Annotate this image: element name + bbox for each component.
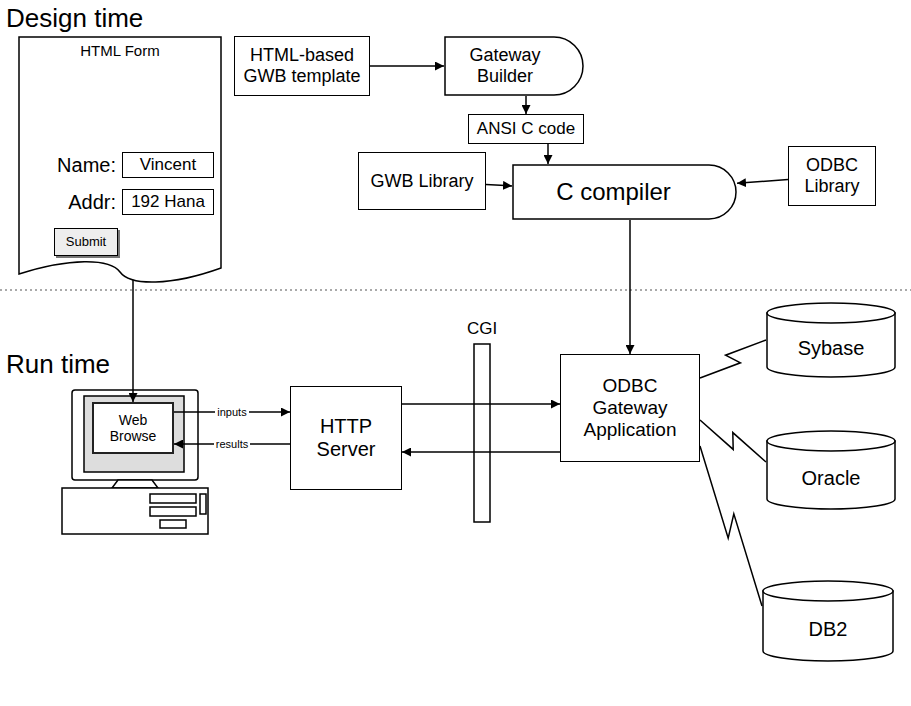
section-label: Design time [6, 4, 143, 33]
database-cylinder: Oracle [766, 430, 896, 510]
html-form: HTML FormName: Addr: Vincent 192 HanaSubmit [18, 36, 222, 282]
node-text: HTML-based GWB template [241, 45, 363, 86]
network-link [700, 446, 762, 606]
form-title: HTML Form [18, 42, 222, 59]
node-text: Oracle [802, 467, 861, 490]
node-text: GWB Library [370, 171, 473, 192]
monitor-bezel [84, 396, 184, 472]
tool-shape: Gateway Builder [444, 36, 584, 96]
section-label: Run time [6, 350, 110, 379]
drive-slot [150, 494, 196, 503]
cgi-bar [474, 344, 490, 522]
drive-slot [150, 507, 196, 516]
node-text: HTTP Server [297, 415, 395, 461]
tool-shape: C compiler [512, 164, 737, 220]
phase-separator [0, 289, 911, 290]
node-text: Vincent [140, 155, 196, 175]
computer-case [62, 488, 208, 534]
flow-arrow [402, 451, 560, 453]
text-field: 192 Hana [122, 189, 214, 215]
submit-button: Submit [54, 228, 118, 256]
node-text: C compiler [556, 178, 671, 206]
database-cylinder: Sybase [766, 302, 896, 378]
node-text: ANSI C code [477, 119, 575, 139]
template-box: HTML-based GWB template [234, 36, 370, 96]
flow-arrow [402, 403, 560, 405]
monitor-stand [112, 480, 158, 488]
node-text: Web Browse [96, 412, 170, 444]
flow-arrow [370, 65, 444, 67]
node-text: 192 Hana [131, 192, 205, 212]
flow-arrow [547, 144, 549, 164]
field-label: Addr: [32, 191, 116, 214]
flow-arrow [629, 220, 631, 354]
gateway-box: ODBC Gateway Application [560, 354, 700, 462]
network-link [700, 420, 766, 462]
field-label: Name: [32, 154, 116, 177]
case-detail [200, 494, 206, 514]
library-box: GWB Library [358, 152, 486, 210]
drive-slot [160, 520, 186, 528]
node-text: Submit [66, 235, 106, 250]
interface-label: CGI [467, 320, 497, 339]
browser-screen: Web Browse [92, 402, 174, 454]
node-text: Gateway Builder [452, 45, 558, 86]
database-cylinder: DB2 [762, 580, 894, 662]
monitor-case [72, 390, 198, 480]
code-box: ANSI C code [468, 114, 584, 144]
edge-label: inputs [215, 406, 248, 418]
server-box: HTTP Server [290, 386, 402, 490]
flow-arrow [737, 179, 788, 183]
node-text: Sybase [798, 337, 865, 360]
edge-label: results [214, 438, 250, 450]
flow-arrow [486, 184, 512, 185]
text-field: Vincent [122, 152, 214, 178]
flow-arrow [132, 274, 134, 402]
node-text: DB2 [809, 618, 848, 641]
node-text: ODBC Library [795, 155, 869, 196]
node-text: ODBC Gateway Application [567, 375, 693, 441]
library-box: ODBC Library [788, 146, 876, 206]
flow-arrow [525, 96, 527, 114]
network-link [700, 340, 766, 378]
